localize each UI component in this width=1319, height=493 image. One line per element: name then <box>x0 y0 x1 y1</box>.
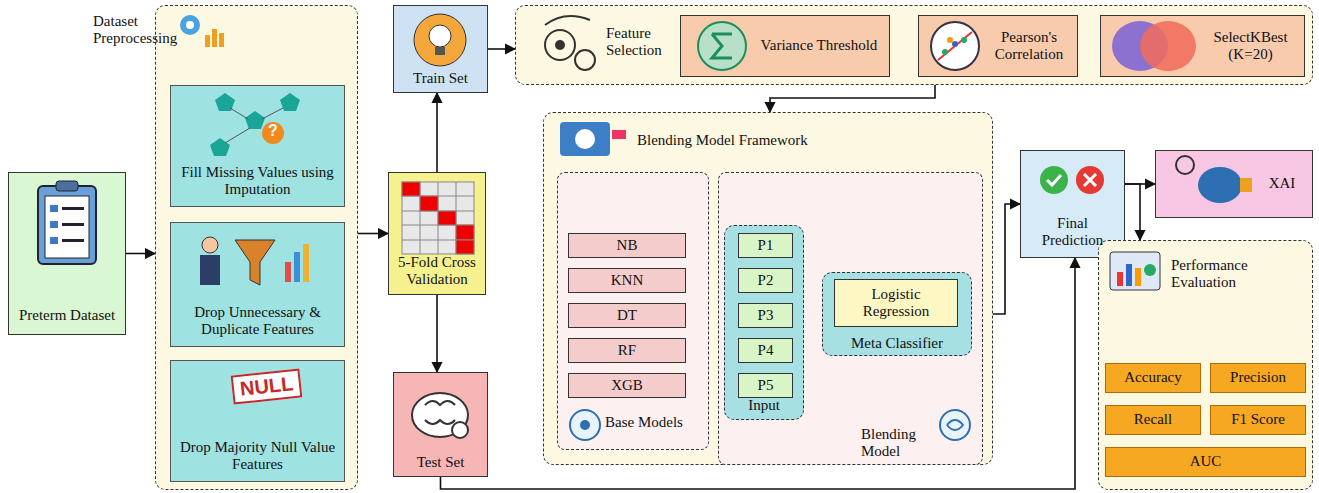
model-box: DT <box>568 303 686 328</box>
node-label: Drop Majority Null Value Features <box>175 439 340 474</box>
process-box: Pearson's Correlation <box>918 15 1078 77</box>
metric-box: AUC <box>1105 447 1306 477</box>
model-box: KNN <box>568 268 686 293</box>
node-label: Precision <box>1230 369 1286 386</box>
scatter-icon <box>931 22 979 70</box>
node-label: NB <box>617 237 638 254</box>
panel-heading: Base Models <box>605 414 695 431</box>
evaluation-icon <box>1110 252 1160 290</box>
process-box: Variance Threshold <box>680 15 890 77</box>
flow-arrow <box>488 48 515 50</box>
xai-box: XAI <box>1155 150 1313 218</box>
clipboard-icon <box>38 181 96 264</box>
process-box: Fill Missing Values using Imputation <box>170 85 345 207</box>
node-label: Input <box>748 397 780 414</box>
metric-box: Precision <box>1210 363 1306 393</box>
node-label: P2 <box>758 272 774 289</box>
classifier-box: Logistic Regression <box>834 279 958 327</box>
panel-heading: Blending Model <box>861 426 951 461</box>
evaluation-panel: Accuracy PrecisionRecall F1 ScoreAUC Perfor… <box>1098 240 1313 490</box>
node-label: Preterm Dataset <box>19 307 115 324</box>
blending-icon <box>940 410 970 440</box>
node-label: P4 <box>758 342 774 359</box>
framework-panel: NBKNNDTRFXGBBase ModelsP1P2P3P4P5InputLo… <box>543 112 993 465</box>
flow-arrow <box>770 85 935 112</box>
check-cross-icon <box>1040 166 1104 194</box>
node-label: Test Set <box>417 454 465 471</box>
panel-heading: Blending Model Framework <box>637 132 937 149</box>
prediction-box: P1 <box>738 233 793 258</box>
cv-box: 5-Fold Cross Validation <box>388 172 486 295</box>
flow-arrow <box>358 233 388 235</box>
node-label: P5 <box>758 377 774 394</box>
question-badge: ? <box>262 122 284 144</box>
node-label: Pearson's Correlation <box>985 29 1073 64</box>
base-models-icon <box>570 410 600 440</box>
node-label: 5-Fold Cross Validation <box>393 254 481 289</box>
framework-icon <box>560 122 626 156</box>
prediction-box: P3 <box>738 303 793 328</box>
node-label: XAI <box>1269 175 1296 192</box>
missing-values-icon <box>210 93 300 156</box>
metric-box: Accuracy <box>1105 363 1201 393</box>
node-label: Fill Missing Values using Imputation <box>175 164 340 199</box>
gears-icon <box>545 16 595 70</box>
metric-box: F1 Score <box>1210 405 1306 435</box>
node-label: Logistic Regression <box>839 286 953 321</box>
node-label: Recall <box>1134 411 1172 428</box>
process-box: SelectKBest (K=20) <box>1100 15 1305 77</box>
input-panel: P1P2P3P4P5Input <box>724 225 804 420</box>
preprocessing-panel: Fill Missing Values using ImputationDrop… <box>155 5 358 490</box>
panel-heading: Performance Evaluation <box>1171 257 1291 292</box>
flow-arrow <box>436 93 438 172</box>
prediction-box: P2 <box>738 268 793 293</box>
flow-arrow <box>1125 184 1140 240</box>
model-box: NB <box>568 233 686 258</box>
xai-icon <box>1176 156 1252 203</box>
process-box: Drop Unnecessary & Duplicate Features <box>170 222 345 347</box>
meta-panel: Logistic RegressionMeta Classifier <box>822 272 972 356</box>
group-panel: NB KNN DT RF XGB Base Models <box>557 172 709 450</box>
node-label: F1 Score <box>1231 411 1285 428</box>
feature-drop-icon <box>200 237 309 285</box>
node-label: Accuracy <box>1124 369 1181 386</box>
node-label: SelectKBest (K=20) <box>1201 29 1300 64</box>
venn-icon <box>1112 21 1196 71</box>
panel-heading: Dataset Preprocessing <box>93 13 201 48</box>
fold-grid-icon <box>402 182 474 254</box>
node-label: AUC <box>1190 453 1222 470</box>
node-label: Train Set <box>413 70 468 87</box>
node-label: P3 <box>758 307 774 324</box>
brain-icon <box>412 393 468 438</box>
dataset-box: Preterm Dataset <box>8 172 126 335</box>
feature-panel: Variance Threshold Pearson's Correlation S… <box>515 5 1313 85</box>
test-box: Test Set <box>393 372 488 477</box>
model-box: XGB <box>568 373 686 398</box>
panel-heading: Feature Selection <box>606 25 674 60</box>
flow-arrow <box>436 295 438 372</box>
model-box: RF <box>568 338 686 363</box>
node-label: XGB <box>611 377 643 394</box>
node-label: Meta Classifier <box>851 335 943 352</box>
node-label: P1 <box>758 237 774 254</box>
flow-arrow <box>126 253 155 255</box>
metric-box: Recall <box>1105 405 1201 435</box>
node-label: Final Prediction <box>1025 215 1120 250</box>
node-label: KNN <box>611 272 644 289</box>
node-label: Variance Threshold <box>761 37 878 54</box>
group-panel: P1P2P3P4P5InputLogistic RegressionMeta C… <box>718 172 983 465</box>
sigma-icon <box>698 22 746 70</box>
node-label: RF <box>618 342 636 359</box>
prediction-box: P5 <box>738 373 793 398</box>
train-box: Train Set <box>393 5 488 93</box>
node-label: Drop Unnecessary & Duplicate Features <box>175 304 340 339</box>
prediction-box: P4 <box>738 338 793 363</box>
data-gear-icon <box>180 15 224 47</box>
node-label: DT <box>617 307 637 324</box>
prediction-box: Final Prediction <box>1020 150 1125 258</box>
bulb-icon <box>414 14 466 66</box>
